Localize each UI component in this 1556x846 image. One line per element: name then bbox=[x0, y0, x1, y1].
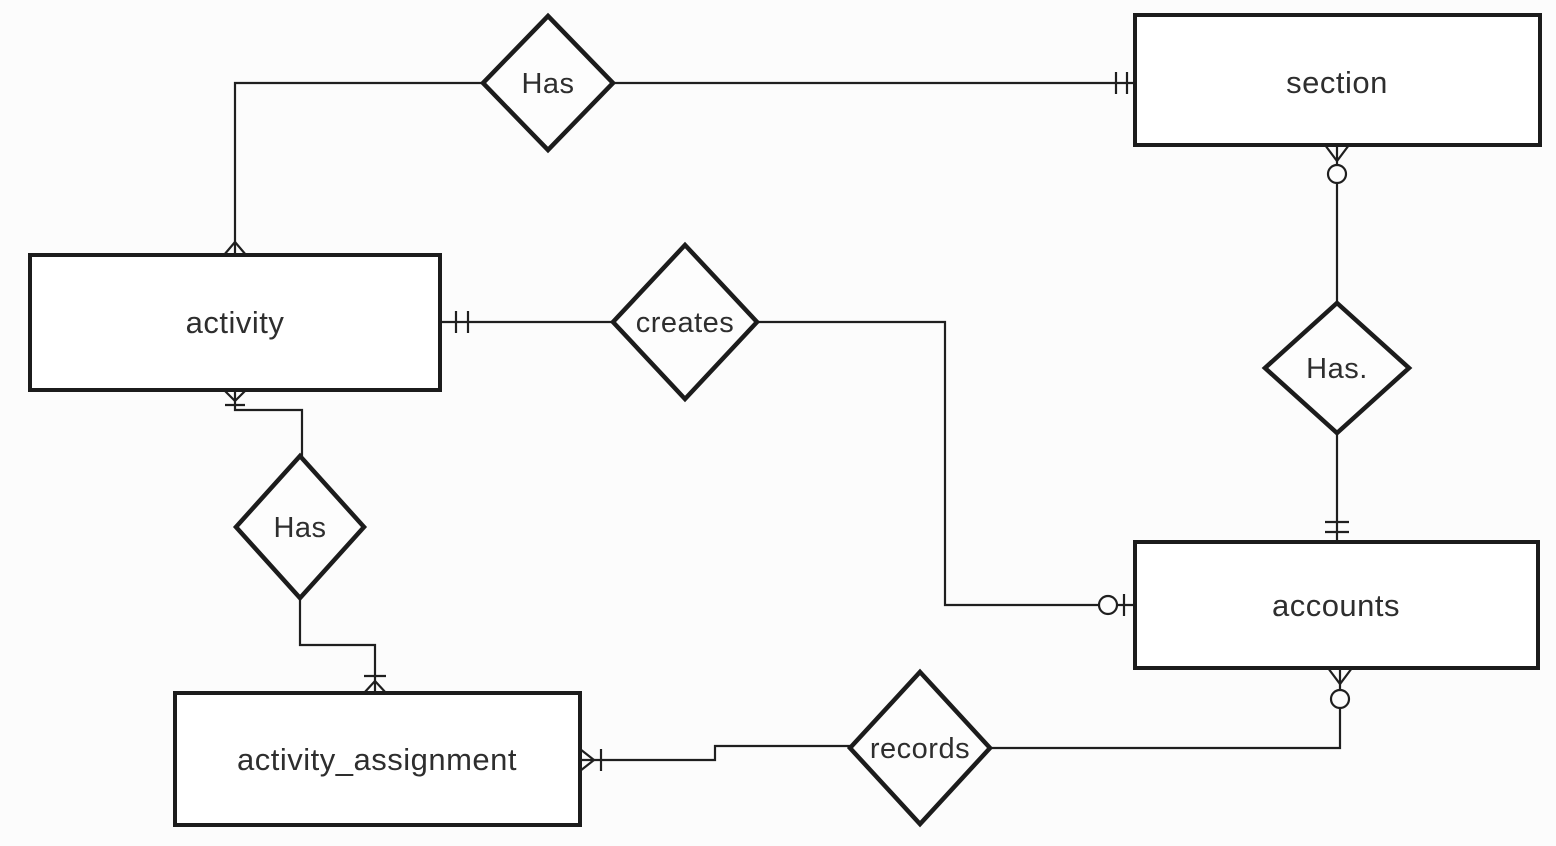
diamond-has-left bbox=[232, 452, 368, 602]
connector-activity-hasleft bbox=[233, 390, 304, 456]
diamond-creates bbox=[609, 241, 761, 403]
entity-section: section bbox=[1133, 13, 1542, 147]
relationship-has-right: Has. bbox=[1261, 299, 1413, 437]
cardinality-marks bbox=[223, 72, 1353, 772]
entity-box-activity bbox=[28, 253, 442, 392]
crowsfoot-accounts-bottom bbox=[1327, 667, 1353, 686]
circle-section-bottom bbox=[1326, 163, 1348, 185]
entity-box-section bbox=[1133, 13, 1542, 147]
connector-creates-accounts bbox=[757, 320, 1135, 607]
crowsfoot-activity-bottom bbox=[223, 389, 247, 403]
diamond-has-top bbox=[479, 12, 617, 154]
relationship-has-top: Has bbox=[479, 12, 617, 154]
relationship-label: Has bbox=[273, 512, 326, 544]
relationship-label: Has. bbox=[1306, 353, 1368, 385]
crowsfoot-assignment-right bbox=[579, 748, 596, 772]
entity-accounts: accounts bbox=[1133, 540, 1540, 670]
relationship-label: creates bbox=[636, 307, 735, 339]
diamond-has-right bbox=[1261, 299, 1413, 437]
crowsfoot-activity-top bbox=[223, 240, 247, 256]
diamond-records bbox=[846, 668, 994, 828]
crowsfoot-assignment-top bbox=[363, 679, 387, 694]
relationship-label: Has bbox=[521, 68, 574, 100]
entity-activity: activity bbox=[28, 253, 442, 392]
entity-label: section bbox=[1286, 65, 1388, 100]
relationship-creates: creates bbox=[609, 241, 761, 403]
entity-label: activity_assignment bbox=[237, 742, 517, 777]
circle-accounts-bottom bbox=[1329, 688, 1351, 710]
relationship-label: records bbox=[870, 733, 970, 765]
entity-label: activity bbox=[186, 305, 285, 340]
connector-hastop-activity bbox=[233, 81, 483, 255]
crowsfoot-section-bottom bbox=[1324, 144, 1350, 163]
relationship-has-left: Has bbox=[232, 452, 368, 602]
entity-label: accounts bbox=[1272, 588, 1400, 623]
entity-box-accounts bbox=[1133, 540, 1540, 670]
connector-assignment-records bbox=[580, 744, 850, 762]
relationship-records: records bbox=[846, 668, 994, 828]
entity-box-activity-assignment bbox=[173, 691, 582, 827]
connector-records-accounts bbox=[990, 668, 1342, 750]
circle-accounts-left bbox=[1097, 594, 1119, 616]
entity-activity-assignment: activity_assignment bbox=[173, 691, 582, 827]
connector-hasleft-assignment bbox=[298, 598, 377, 693]
